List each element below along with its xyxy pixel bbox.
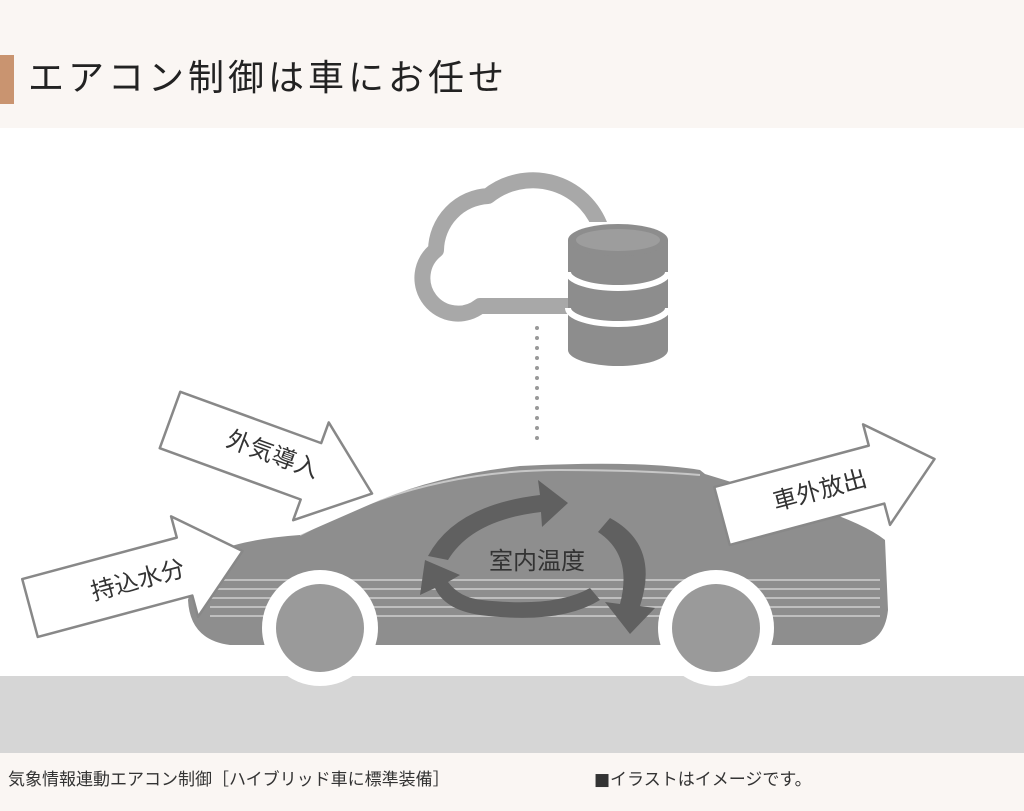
circulation-arrows bbox=[420, 480, 655, 634]
ground bbox=[0, 676, 1024, 753]
database-icon bbox=[565, 222, 671, 366]
diagram-svg: 外気導入 持込水分 室内温度 車外放出 bbox=[0, 172, 1024, 753]
title-accent-bar bbox=[0, 55, 14, 104]
page-title: エアコン制御は車にお任せ bbox=[28, 58, 509, 99]
outside-air-intake-arrow bbox=[158, 390, 374, 522]
cabin-temperature-label: 室内温度 bbox=[489, 548, 585, 575]
diagram-illustration: 外気導入 持込水分 室内温度 車外放出 bbox=[0, 128, 1024, 753]
car-illustration bbox=[188, 463, 888, 686]
carried-moisture-arrow bbox=[20, 515, 244, 639]
exhaust-outside-arrow bbox=[712, 423, 936, 547]
page-header: エアコン制御は車にお任せ bbox=[0, 0, 1024, 128]
figure-caption: 気象情報連動エアコン制御［ハイブリッド車に標準装備］ bbox=[8, 770, 450, 790]
illustration-note: ■イラストはイメージです。 bbox=[594, 770, 812, 790]
page-footer: 気象情報連動エアコン制御［ハイブリッド車に標準装備］ ■イラストはイメージです。 bbox=[0, 753, 1024, 811]
